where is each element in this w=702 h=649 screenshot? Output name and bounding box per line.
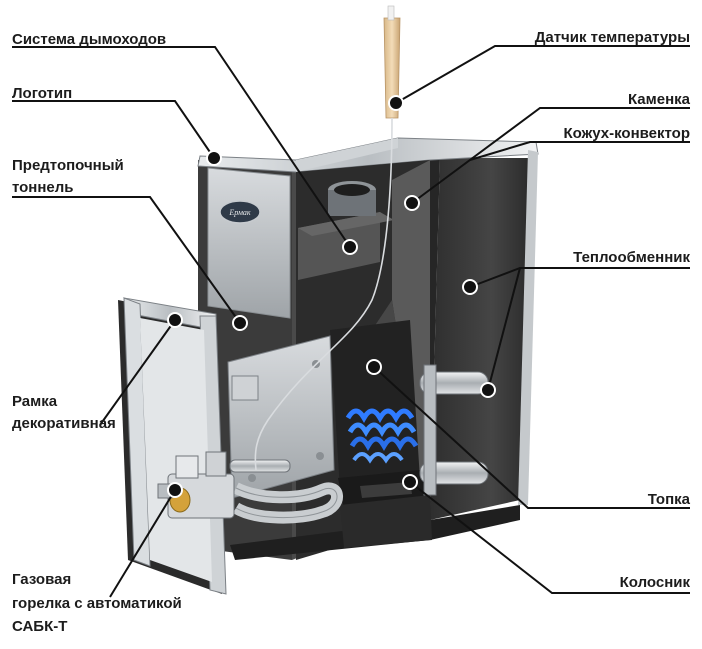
dot-heater xyxy=(404,195,420,211)
leader-flue-system xyxy=(12,46,351,248)
dot-heat-exchanger xyxy=(462,279,478,295)
label-logo: Логотип xyxy=(12,85,73,102)
leader-temperature-sensor xyxy=(395,45,690,104)
burner-panel xyxy=(227,335,335,499)
leader-pre-firebox-tunnel xyxy=(12,196,241,324)
dot-logo xyxy=(206,150,222,166)
leader-logo xyxy=(12,100,215,159)
label-temperature-sensor: Датчик температуры xyxy=(534,29,690,46)
dot-gas-burner xyxy=(167,482,183,498)
label-decor-frame-line1: Рамка xyxy=(12,393,58,410)
logo-plate: Ермак xyxy=(207,167,291,319)
label-gas-burner-line1: Газовая xyxy=(12,571,72,588)
logo-text: Ермак xyxy=(228,208,251,217)
label-pre-firebox-tunnel-line1: Предтопочный xyxy=(12,157,124,174)
heat-exchanger-pipes xyxy=(419,364,489,496)
dot-grate xyxy=(402,474,418,490)
label-grate: Колосник xyxy=(619,574,690,591)
label-pre-firebox-tunnel-line2: тоннель xyxy=(12,179,74,196)
dot-decor-frame xyxy=(167,312,183,328)
label-firebox: Топка xyxy=(647,491,690,508)
gas-burner-unit xyxy=(157,451,343,524)
label-gas-burner-line2: горелка с автоматикой xyxy=(12,595,182,612)
leader-firebox xyxy=(373,366,690,509)
label-casing-convector: Кожух-конвектор xyxy=(563,125,691,142)
leader-decor-frame xyxy=(99,319,176,426)
dot-heat-exchanger-pipe xyxy=(480,382,496,398)
label-heat-exchanger: Теплообменник xyxy=(573,249,690,266)
leader-lines xyxy=(12,45,690,598)
label-gas-burner-line3: САБК-Т xyxy=(12,618,68,635)
label-flue-system: Система дымоходов xyxy=(12,31,167,48)
dot-flue-system xyxy=(342,239,358,255)
leader-heater xyxy=(411,107,690,204)
dot-pre-firebox-tunnel xyxy=(232,315,248,331)
front-door xyxy=(118,297,227,595)
temperature-sensor xyxy=(254,5,401,471)
flames xyxy=(345,408,419,464)
leader-heat-exchanger-pipe xyxy=(487,267,521,391)
label-heater: Каменка xyxy=(627,91,690,108)
dot-temperature-sensor xyxy=(388,95,404,111)
leader-grate xyxy=(409,481,690,594)
label-decor-frame-line2: декоративная xyxy=(12,415,116,432)
leader-dots xyxy=(167,95,496,498)
leader-gas-burner xyxy=(109,489,176,598)
leader-casing-convector xyxy=(469,141,690,161)
dot-firebox xyxy=(366,359,382,375)
